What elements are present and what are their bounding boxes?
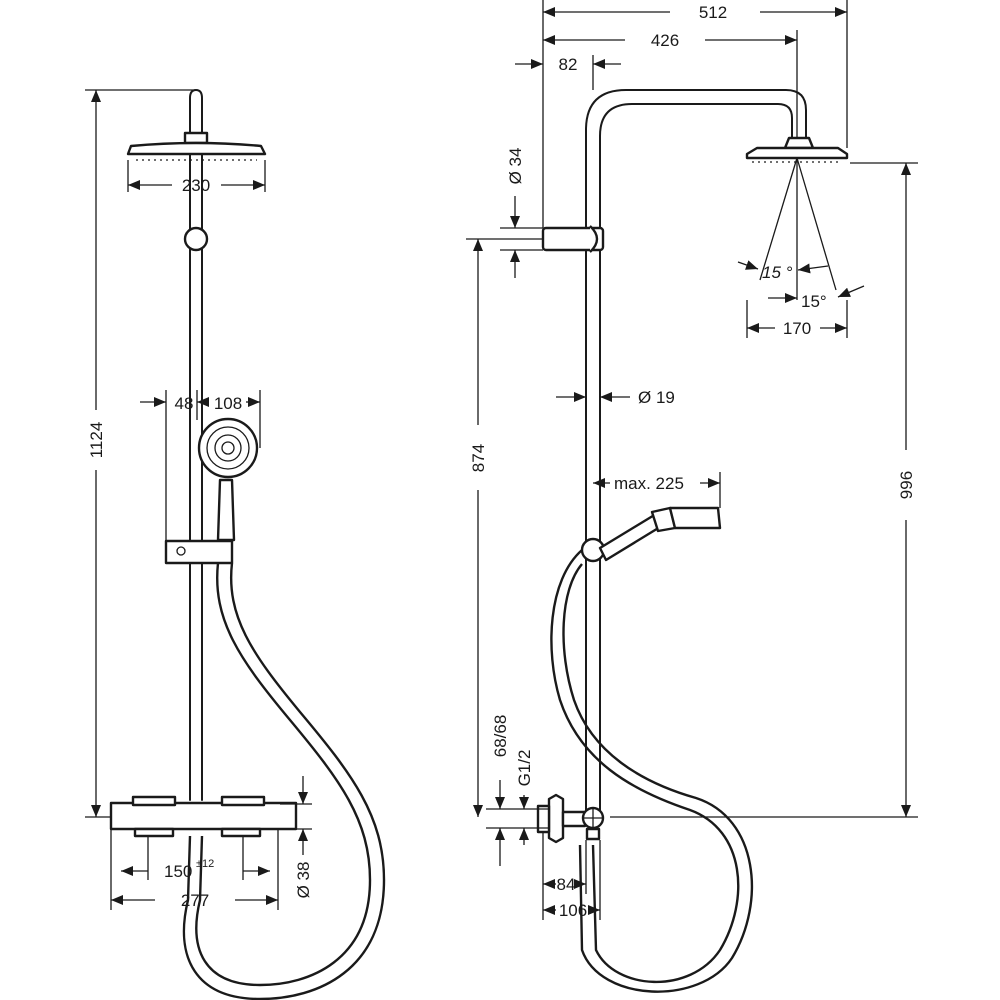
thermostat-front [109,795,298,838]
dim-thermostat-depth: Ø 38 [294,862,313,899]
dim-thread-size: G1/2 [515,750,534,787]
side-view: 512 426 82 Ø 34 874 Ø 19 max. 225 [466,0,918,993]
dim-overhead-projection: 512 [699,3,727,22]
hand-shower-side [598,506,722,562]
dim-head-width-front: 230 [182,176,210,195]
overhead-shower-side [745,136,849,163]
handshower-holder-front [164,539,234,565]
front-view: 230 1124 48 108 150 ±12 277 Ø 38 [85,89,386,1000]
dim-holder-diameter: Ø 34 [506,148,525,185]
hose-front [195,562,372,987]
hose-side [550,549,740,984]
dim-connection-spacing: 68/68 [491,715,510,758]
overhead-shower-front [126,89,267,161]
dim-total-height: 1124 [87,422,106,459]
dim-thermostat-width: 277 [181,891,209,910]
valve-side [536,793,605,844]
dim-holder-height: 874 [469,444,488,472]
dim-handshower-diameter: 108 [214,394,242,413]
dim-thermostat-centres: 150 [164,862,192,881]
dim-wall-offset-large: 106 [559,901,587,920]
dim-thermostat-tolerance: ±12 [196,858,214,870]
dim-riser-diameter: Ø 19 [638,388,675,407]
hand-shower-front [197,417,259,542]
dim-spray-angle-inner: 15 ° [762,263,793,282]
dim-handshower-offset: 48 [175,394,194,413]
dim-spray-angle-outer: 15° [801,292,827,311]
dim-wall-offset-small: 84 [557,875,576,894]
dim-wall-to-riser: 82 [559,55,578,74]
dim-head-spray-width: 170 [783,319,811,338]
dim-handshower-reach: max. 225 [614,474,684,493]
slider-knob-front [183,226,209,252]
riser-arm-side [585,89,807,811]
dim-head-height: 996 [897,471,916,499]
dim-arm-length: 426 [651,31,679,50]
